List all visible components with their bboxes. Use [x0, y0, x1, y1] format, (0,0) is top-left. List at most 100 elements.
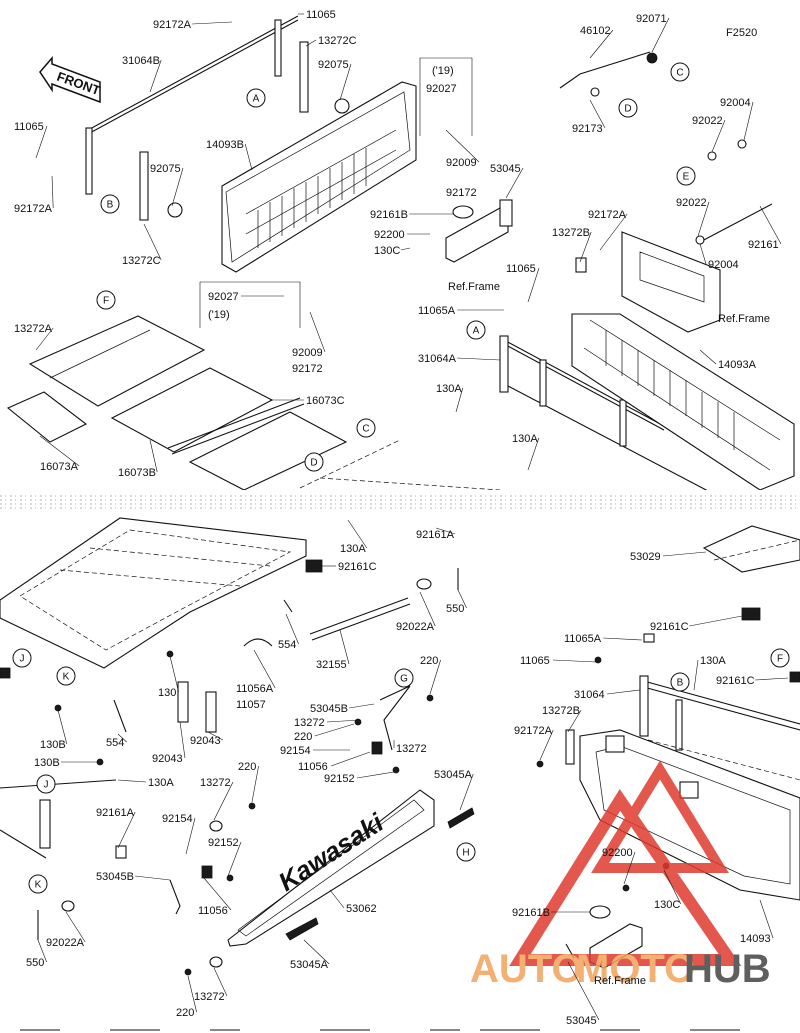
leader-line: [743, 101, 754, 141]
part-label: 550: [26, 957, 44, 969]
part-label: 14093B: [206, 139, 244, 151]
leader-line: [457, 589, 467, 609]
leader-line: [651, 17, 670, 53]
part-label: 220: [420, 655, 438, 667]
nut-220-b: [426, 694, 434, 702]
leader-line: [339, 63, 352, 101]
side-panel-14093b: [221, 81, 417, 273]
part-label: 92009: [292, 347, 323, 359]
leader-line: [505, 167, 524, 199]
part-label: 11065: [14, 121, 44, 133]
part-label: 92009: [446, 157, 477, 169]
callout-circle-e: [676, 166, 696, 186]
part-label: 13272A: [14, 323, 53, 335]
part-label: 11056: [298, 761, 328, 773]
leader-line: [589, 99, 606, 129]
spacer-11056: [371, 741, 383, 755]
part-label: 11065: [306, 9, 336, 21]
callout-circle-j: [12, 648, 32, 668]
leader-line: [314, 723, 355, 737]
leader-line: [339, 629, 350, 665]
leader-line: [662, 551, 707, 557]
ref-frame-label: Ref.Frame: [718, 313, 770, 325]
year-label: ('19): [208, 309, 230, 321]
leader-line: [65, 911, 86, 943]
pin-554-b: [113, 699, 127, 733]
part-label: 92004: [708, 259, 739, 271]
callout-letter: C: [362, 424, 369, 435]
leader-line: [117, 733, 127, 743]
callout-letter: A: [253, 94, 260, 105]
ref-frame-label: Ref.Frame: [594, 975, 646, 987]
cable-46102: [559, 51, 658, 97]
bushing-13272-b: [209, 956, 223, 968]
part-label: 92022: [676, 197, 707, 209]
part-label: 13272: [194, 991, 225, 1003]
leader-line: [455, 387, 464, 413]
washer-92022a-a: [416, 578, 432, 590]
part-label: 92173: [572, 123, 603, 135]
part-label: 53045: [566, 1015, 597, 1027]
grommet-92161c-a: [305, 559, 323, 573]
watermark-moto: MOTO: [576, 947, 695, 991]
part-label: 92004: [720, 97, 751, 109]
callout-letter: B: [677, 678, 684, 689]
strip-16073c: [167, 397, 305, 455]
leader-line: [244, 143, 253, 171]
leader-line: [329, 889, 345, 909]
callout-circle-c: [356, 418, 376, 438]
callout-circle-h: [456, 842, 476, 862]
leader-line: [326, 719, 361, 723]
leader-line: [552, 659, 597, 663]
leader-line: [187, 975, 197, 1013]
handle-53045a-right: [447, 807, 475, 829]
part-label: 92075: [318, 59, 349, 71]
nut-220-d: [184, 968, 192, 976]
part-label: 550: [446, 603, 464, 615]
leader-line: [599, 213, 628, 251]
leader-line: [207, 731, 224, 741]
part-label: 130C: [654, 899, 680, 911]
leader-line: [251, 765, 259, 803]
part-label: 92043: [190, 735, 221, 747]
bracket-13272b-lower: [536, 729, 575, 768]
leader-line: [309, 311, 326, 353]
callout-letter: K: [35, 880, 42, 891]
part-label: 130A: [700, 655, 726, 667]
part-label: 53045A: [290, 959, 329, 971]
callout-circle-b: [670, 672, 690, 692]
part-label: 130A: [512, 433, 538, 445]
leader-line: [527, 267, 540, 303]
leader-line: [51, 175, 54, 209]
part-label: 92200: [374, 229, 405, 241]
part-label: 53029: [630, 551, 661, 563]
leader-line: [330, 751, 371, 767]
part-label: 92071: [636, 13, 667, 25]
leader-line: [117, 779, 147, 783]
part-label: 92161B: [370, 209, 408, 221]
part-label: 92022A: [46, 937, 85, 949]
leader-line: [303, 939, 330, 965]
leader-line: [663, 869, 682, 905]
part-label: 92161C: [338, 561, 377, 573]
side-rail-left-lower: [0, 779, 117, 859]
part-label: 53045B: [310, 703, 348, 715]
ref-frame-label: Ref.Frame: [448, 281, 500, 293]
callout-circle-c: [670, 62, 690, 82]
part-label: 92022: [692, 115, 723, 127]
leader-line: [711, 119, 726, 153]
pin-92043-a: [177, 681, 189, 723]
leader-line: [35, 327, 54, 351]
part-label: 11056A: [236, 683, 274, 695]
part-label: 92075: [150, 163, 181, 175]
leader-line: [539, 729, 554, 761]
grommet-92161c-c: [789, 671, 800, 683]
part-label: 92152: [324, 773, 355, 785]
callout-letter: J: [20, 654, 25, 665]
part-label: 130A: [436, 383, 462, 395]
part-label: 13272B: [552, 227, 590, 239]
leader-line: [445, 129, 480, 163]
part-label: 14093A: [718, 359, 757, 371]
leader-line: [400, 247, 411, 251]
